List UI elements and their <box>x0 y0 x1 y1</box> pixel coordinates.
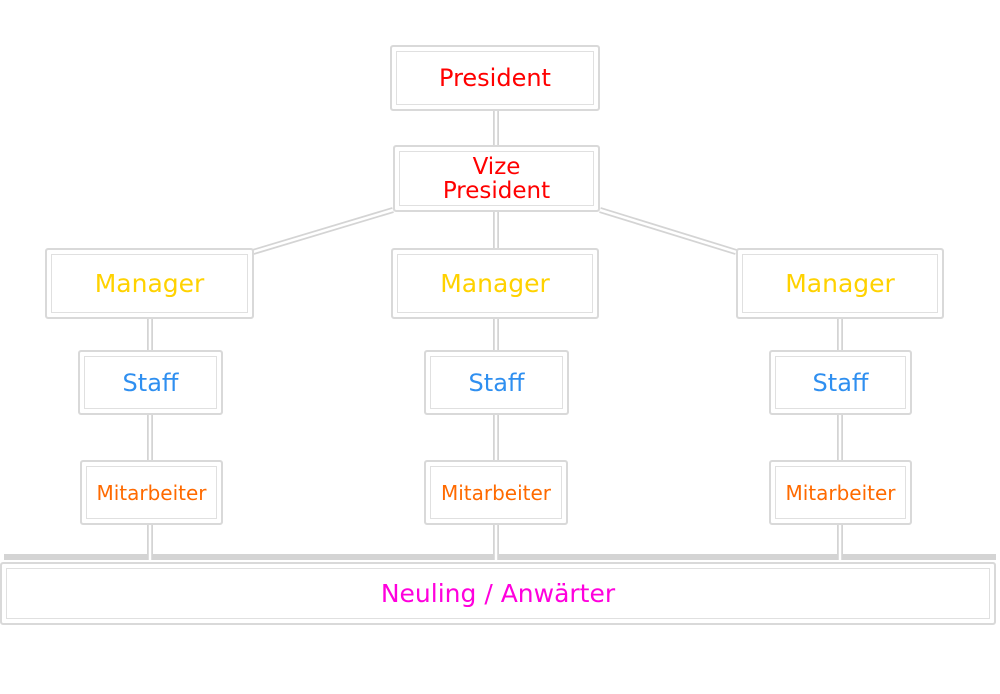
node-president: President <box>390 45 600 111</box>
node-label: Mitarbeiter <box>785 480 896 505</box>
node-label: Mitarbeiter <box>96 480 207 505</box>
node-vice-president: Vize President <box>393 145 600 212</box>
node-newcomer-base: Neuling / Anwärter <box>0 562 996 625</box>
node-manager-left: Manager <box>45 248 254 319</box>
node-employee-left: Mitarbeiter <box>80 460 223 525</box>
node-label-line2: President <box>442 177 551 204</box>
node-manager-right: Manager <box>736 248 944 319</box>
node-employee-right: Mitarbeiter <box>769 460 912 525</box>
node-label: Manager <box>440 269 550 298</box>
node-label: Staff <box>122 368 179 397</box>
connector-inner <box>148 108 842 560</box>
node-label: Neuling / Anwärter <box>380 579 616 608</box>
node-label-line1: Vize <box>472 153 521 180</box>
node-staff-center: Staff <box>424 350 569 415</box>
node-employee-center: Mitarbeiter <box>424 460 568 525</box>
node-staff-left: Staff <box>78 350 223 415</box>
node-label: Manager <box>785 269 895 298</box>
node-label: Staff <box>468 368 525 397</box>
node-label: Staff <box>812 368 869 397</box>
node-label: Mitarbeiter <box>440 480 552 505</box>
node-label: President <box>439 64 551 92</box>
node-manager-center: Manager <box>391 248 599 319</box>
node-label: Manager <box>94 269 205 298</box>
node-staff-right: Staff <box>769 350 912 415</box>
